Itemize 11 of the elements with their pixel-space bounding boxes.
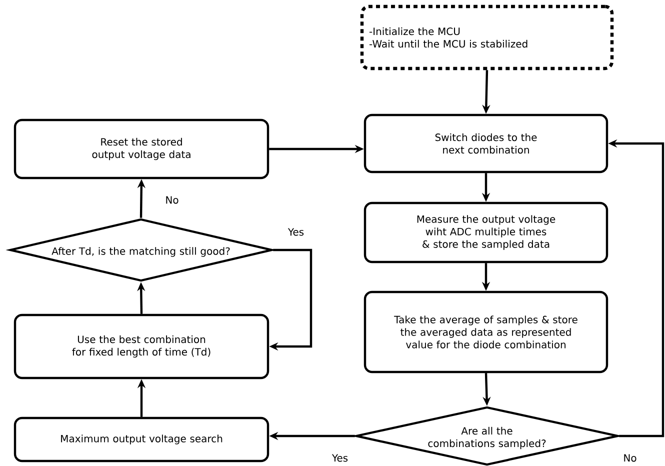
edge-label: Yes [288, 228, 304, 236]
edge-label: No [624, 454, 636, 462]
edge-label: No [166, 196, 178, 204]
process-box: Reset the stored output voltage data [14, 118, 270, 180]
process-box: Take the average of samples & store the averaged data as represented value for the diode combination [364, 290, 608, 374]
start-box: -Initialize the MCU -Wait until the MCU is stabilized [360, 4, 614, 70]
process-box: Use the best combination for fixed length of time (Td) [14, 314, 270, 380]
process-box: Switch diodes to the next combination [364, 114, 608, 174]
process-box: Measure the output voltage wiht ADC multiple times & store the sampled data [364, 202, 608, 264]
edge-label: Yes [332, 454, 348, 462]
process-box: Maximum output voltage search [14, 416, 270, 462]
